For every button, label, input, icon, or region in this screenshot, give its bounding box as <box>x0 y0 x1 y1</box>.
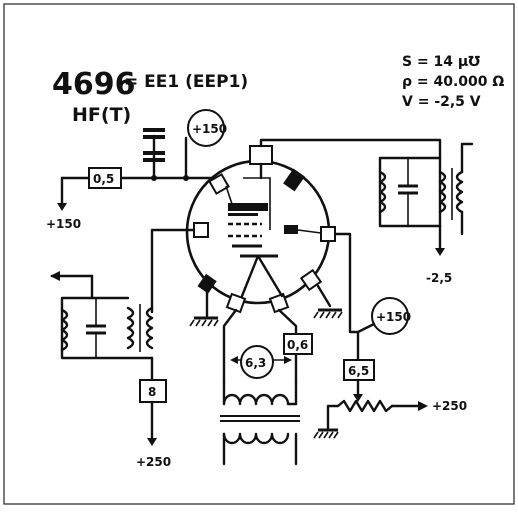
heater-lead-right <box>277 308 298 384</box>
junction-grid-cap <box>151 175 157 181</box>
pin-grid <box>208 173 230 195</box>
anode-tank-coil <box>378 170 387 214</box>
pin-screen <box>320 226 336 242</box>
cap-plate-b <box>143 135 165 139</box>
anode-plate-internal <box>243 177 271 230</box>
ground-left-pin-hatch <box>189 319 219 327</box>
bias-arrow <box>435 248 445 256</box>
cap-plate-c <box>143 151 165 155</box>
input-tank-frame <box>60 274 154 360</box>
supply-plus150-right: +150 <box>376 310 411 324</box>
heater-span-arrow-right <box>284 356 292 364</box>
pin-heater-1 <box>225 292 247 314</box>
supply-plus250-bottom: +250 <box>136 455 171 469</box>
anode-coil-secondary <box>455 170 464 214</box>
grid-internal-lead <box>225 185 233 205</box>
input-tank-coil <box>60 308 69 352</box>
heater-span-arrow-left <box>230 356 238 364</box>
ground-pot-hatch <box>313 431 339 439</box>
supply-plus150-top: +150 <box>192 122 227 136</box>
input-coil-primary <box>126 306 135 350</box>
anode-resistor-value: 8 <box>148 385 156 399</box>
anode-supply-arrow <box>147 438 157 446</box>
ground-cathode-hatch <box>313 311 343 319</box>
grid-resistor-value: 0,5 <box>93 172 114 186</box>
potentiometer <box>336 399 394 413</box>
grid-resistor-box <box>88 167 122 189</box>
pin-left <box>193 222 209 238</box>
pin-cathode <box>299 268 323 292</box>
screen-wire <box>333 232 360 334</box>
heater-voltage-value: 6,3 <box>245 356 266 370</box>
heater-filament <box>240 254 284 298</box>
electrode-plate <box>228 203 268 211</box>
cap-plate-d <box>143 158 165 162</box>
supply-plus150-left: +150 <box>46 217 81 231</box>
pin-black-top-right <box>283 168 305 192</box>
diagram-frame <box>3 3 515 505</box>
tube-type: = EE1 (EEP1) <box>124 72 248 92</box>
supply-circle-right <box>371 297 409 335</box>
left-pin-wire <box>150 228 196 314</box>
heater-voltage-circle <box>240 345 274 379</box>
input-arrow <box>50 271 60 281</box>
spec-bias-voltage: V = -2,5 V <box>402 94 481 110</box>
heater-lead-left <box>222 308 238 384</box>
secondary-top-lead <box>460 142 474 174</box>
screen-internal-lead <box>297 229 322 234</box>
grid-return-arrow <box>57 203 67 211</box>
electrode-screen-tab <box>284 225 298 234</box>
spec-transconductance: S = 14 µ℧ <box>402 54 480 70</box>
heater-coil-primary <box>222 393 290 406</box>
cathode-resistor-box <box>283 333 313 355</box>
screen-resistor-value: 6,5 <box>348 364 369 378</box>
pot-ground-lead <box>326 404 340 430</box>
cathode-resistor-value: 0,6 <box>287 338 308 352</box>
pin-black-bottom-left <box>197 273 217 294</box>
spec-resistance: ρ = 40.000 Ω <box>402 74 504 90</box>
supply-minus25: -2,5 <box>426 271 452 285</box>
screen-tap-arrow <box>353 394 363 402</box>
tube-number: 4696 <box>52 67 136 102</box>
input-coil-secondary <box>145 306 154 350</box>
anode-cap <box>249 145 273 165</box>
cap-plate-a <box>143 128 165 132</box>
electrode-screen <box>228 213 258 216</box>
pot-output-arrow <box>418 401 428 411</box>
plus150-right-lead <box>356 322 376 334</box>
anode-coil-primary <box>438 170 447 214</box>
supply-plus250-right: +250 <box>432 399 467 413</box>
heater-coil-secondary <box>222 432 290 445</box>
cathode-ground-lead <box>316 284 332 308</box>
tube-class: HF(T) <box>72 104 131 126</box>
pin-heater-2 <box>268 292 290 314</box>
supply-circle-top <box>187 109 225 147</box>
